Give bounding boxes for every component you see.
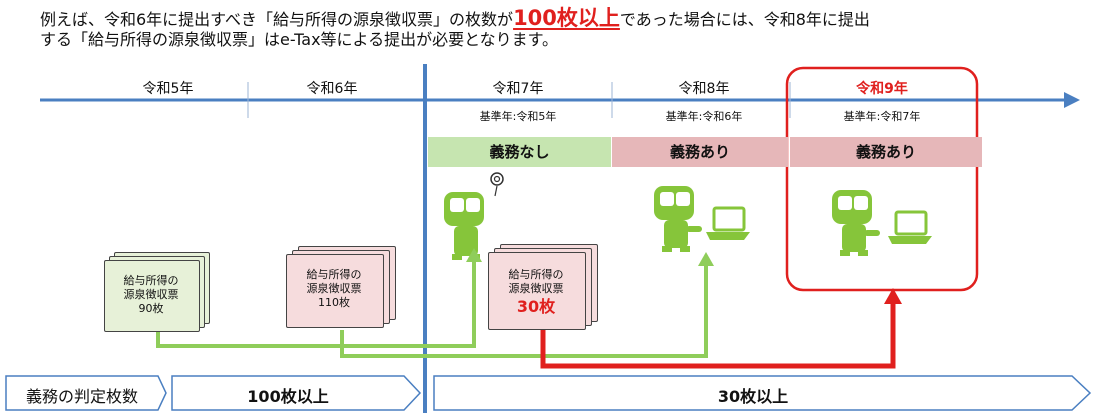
obligation-band-none: 義務なし	[428, 137, 611, 167]
intro-text: 例えば、令和6年に提出すべき「給与所得の源泉徴収票」の枚数が100枚以上であった…	[40, 8, 1040, 50]
intro-emphasis: 100枚以上	[513, 6, 620, 30]
flow-arrow-red	[540, 302, 896, 369]
obligation-band-yes: 義務あり	[612, 137, 788, 167]
timeline-arrowhead	[1064, 92, 1080, 108]
document-title: 源泉徴収票	[306, 282, 362, 295]
document-count: 90枚	[138, 302, 164, 315]
flow-arrow-green	[340, 262, 708, 358]
document-title: 源泉徴収票	[508, 282, 564, 295]
document-stack: 給与所得の 源泉徴収票 90枚	[104, 252, 212, 332]
intro-line2: する「給与所得の源泉徴収票」はe-Tax等による提出が必要となります。	[40, 30, 558, 49]
threshold-right: 30枚以上	[717, 387, 789, 406]
threshold-box-left	[171, 375, 422, 411]
document-title: 給与所得の	[508, 268, 564, 281]
document-title: 給与所得の	[306, 268, 362, 281]
base-year-label: 基準年:令和7年	[843, 110, 921, 123]
threshold-left: 100枚以上	[247, 387, 329, 406]
question-swirl-icon	[490, 172, 504, 197]
document-title: 源泉徴収票	[123, 288, 179, 301]
year-label: 令和7年	[492, 81, 544, 97]
judgment-label: 義務の判定枚数	[25, 387, 138, 406]
document-title: 給与所得の	[123, 274, 179, 287]
obligation-band-yes: 義務あり	[790, 137, 982, 167]
flow-arrowhead-green	[698, 252, 714, 266]
base-year-label: 基準年:令和6年	[665, 110, 743, 123]
threshold-box-right	[433, 375, 1092, 411]
judgment-label-box	[5, 375, 167, 411]
year-label-highlight: 令和9年	[856, 81, 908, 97]
flow-arrowhead-red	[884, 288, 902, 304]
mascot-icon	[444, 192, 484, 260]
document-count: 110枚	[318, 296, 350, 309]
intro-line1-post: であった場合には、令和8年に提出	[619, 10, 870, 29]
document-stack: 給与所得の 源泉徴収票 110枚	[286, 246, 398, 330]
laptop-icon	[706, 206, 750, 240]
mascot-icon	[832, 190, 880, 256]
highlight-box	[785, 66, 979, 292]
mascot-icon	[654, 186, 702, 252]
document-stack: 給与所得の 源泉徴収票 30枚	[488, 244, 600, 330]
flow-arrowhead-green	[466, 248, 482, 262]
flow-arrow-green	[156, 258, 476, 348]
laptop-icon	[888, 210, 932, 244]
document-count-highlight: 30枚	[516, 297, 556, 316]
year-label: 令和5年	[142, 81, 194, 97]
base-year-label: 基準年:令和5年	[479, 110, 557, 123]
year-label: 令和6年	[306, 81, 358, 97]
year-label: 令和8年	[678, 81, 730, 97]
intro-line1-pre: 例えば、令和6年に提出すべき「給与所得の源泉徴収票」の枚数が	[40, 10, 514, 29]
